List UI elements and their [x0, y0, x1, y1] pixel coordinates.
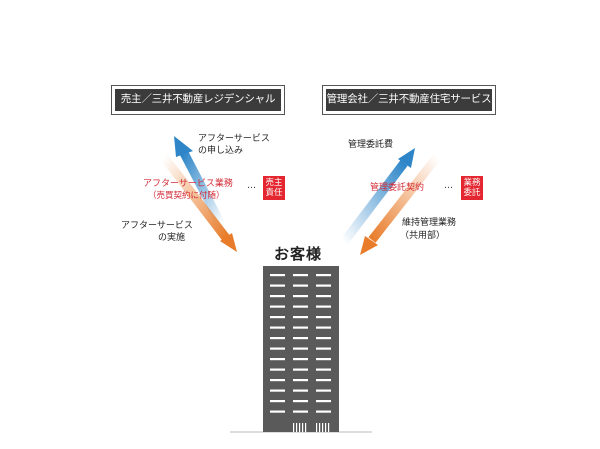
right-fee-label: 管理委託費: [348, 140, 394, 150]
left-request-arrow: [174, 136, 226, 229]
building-illustration: [230, 266, 372, 433]
building-window: [293, 410, 308, 413]
seller-responsibility-badge-line2: 責任: [265, 188, 283, 198]
building-window: [293, 368, 308, 371]
building-window: [293, 358, 308, 361]
business-commission-badge: 業務 委託: [461, 176, 483, 200]
left-contract-sub-label: （売買契約に付随）: [148, 191, 225, 201]
building-window: [270, 410, 285, 413]
left-service-arrow: [160, 154, 237, 252]
building-window: [293, 389, 308, 392]
building-window: [316, 316, 331, 319]
building-window: [316, 410, 331, 413]
building-window: [316, 274, 331, 277]
business-commission-badge-line2: 委託: [463, 188, 481, 198]
right-dots: …: [444, 181, 453, 191]
building-window: [270, 274, 285, 277]
building-window: [293, 400, 308, 403]
seller-box-label: 売主／三井不動産レジデンシャル: [115, 89, 281, 111]
building-window: [293, 305, 308, 308]
building-window: [316, 368, 331, 371]
building-window: [293, 347, 308, 350]
left-dots: …: [247, 181, 256, 191]
customer-label: お客様: [274, 245, 323, 263]
management-company-box: 管理会社／三井不動産住宅サービス: [322, 85, 496, 115]
building-window: [270, 305, 285, 308]
building-window: [270, 347, 285, 350]
business-commission-badge-line1: 業務: [463, 178, 481, 188]
building-window: [270, 284, 285, 287]
right-maintenance-label-line1: 維持管理業務: [402, 218, 457, 228]
building-window: [316, 358, 331, 361]
building-window: [316, 379, 331, 382]
seller-responsibility-badge: 売主 責任: [263, 176, 285, 200]
building-window: [316, 400, 331, 403]
building-window: [316, 284, 331, 287]
building-window: [293, 379, 308, 382]
building-window: [316, 305, 331, 308]
right-contract-label: 管理委託契約: [370, 183, 425, 193]
left-service-label-line2: の実施: [158, 233, 186, 243]
left-request-label-line1: アフターサービス: [198, 134, 270, 144]
right-maintenance-label-line2: （共用部）: [400, 231, 446, 241]
management-company-box-label: 管理会社／三井不動産住宅サービス: [326, 89, 492, 111]
building-window: [270, 389, 285, 392]
right-maintenance-arrow: [360, 154, 441, 255]
building-window: [270, 400, 285, 403]
seller-responsibility-badge-line1: 売主: [265, 178, 283, 188]
left-contract-label: アフターサービス業務: [143, 179, 233, 189]
building-window: [316, 295, 331, 298]
building-window: [270, 358, 285, 361]
building-window: [293, 326, 308, 329]
building-window: [270, 337, 285, 340]
left-service-label-line1: アフターサービス: [121, 221, 193, 231]
building-window: [316, 337, 331, 340]
building-window: [270, 295, 285, 298]
building-window: [270, 316, 285, 319]
building-window: [270, 379, 285, 382]
left-request-label-line2: の申し込み: [198, 146, 244, 156]
building-window: [270, 326, 285, 329]
building-window: [293, 295, 308, 298]
building-window: [293, 274, 308, 277]
building-window: [293, 316, 308, 319]
building-window: [293, 337, 308, 340]
right-fee-arrow: [340, 148, 415, 245]
seller-box: 売主／三井不動産レジデンシャル: [111, 85, 285, 115]
building-window: [316, 389, 331, 392]
building-window: [270, 368, 285, 371]
building-window: [316, 326, 331, 329]
building-window: [316, 347, 331, 350]
building-window: [293, 284, 308, 287]
